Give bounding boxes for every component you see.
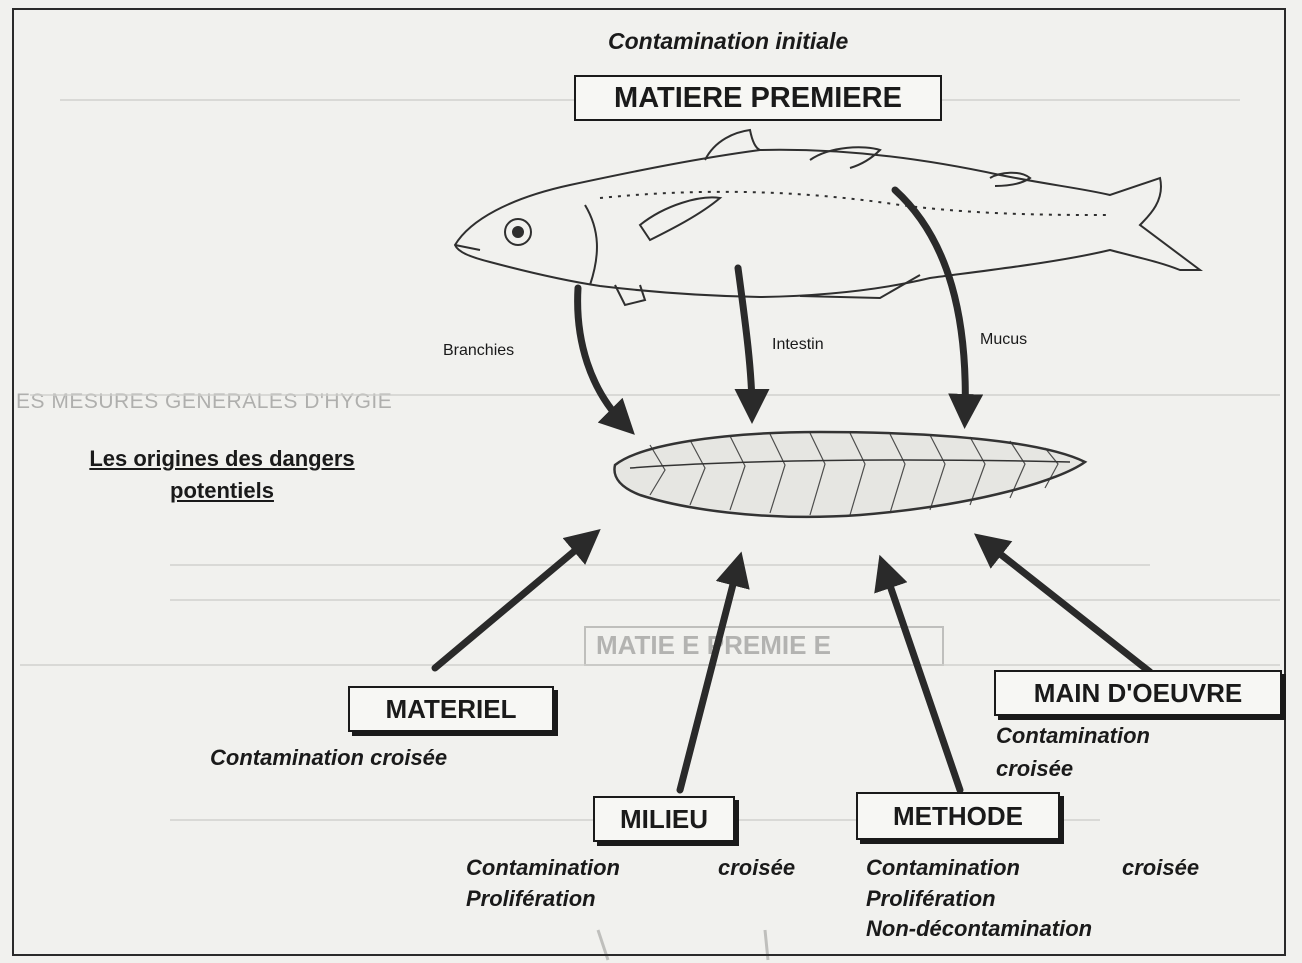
- methode-note-3: Non-décontamination: [866, 916, 1092, 942]
- source-box-main-oeuvre: MAIN D'OEUVRE: [994, 670, 1282, 716]
- origins-title-line1: Les origines des dangers: [32, 443, 412, 475]
- origins-title-line2: potentiels: [32, 475, 412, 507]
- methode-note-1b: croisée: [1122, 855, 1199, 881]
- source-box-raw-material: MATIERE PREMIERE: [574, 75, 942, 121]
- main-oeuvre-note-1: Contamination: [996, 723, 1150, 749]
- methode-note-2: Prolifération: [866, 886, 996, 912]
- milieu-note-1b: croisée: [718, 855, 795, 881]
- milieu-note-1a: Contamination: [466, 855, 620, 881]
- label-branchies: Branchies: [443, 342, 514, 360]
- label-intestin: Intestin: [772, 336, 824, 354]
- source-box-methode: METHODE: [856, 792, 1060, 840]
- label-mucus: Mucus: [980, 331, 1027, 349]
- main-oeuvre-note-2: croisée: [996, 756, 1073, 782]
- source-box-milieu: MILIEU: [593, 796, 735, 842]
- milieu-note-2: Prolifération: [466, 886, 596, 912]
- methode-note-1a: Contamination: [866, 855, 1020, 881]
- initial-contamination-label: Contamination initiale: [608, 28, 848, 55]
- materiel-note: Contamination croisée: [210, 745, 447, 771]
- source-box-materiel: MATERIEL: [348, 686, 554, 732]
